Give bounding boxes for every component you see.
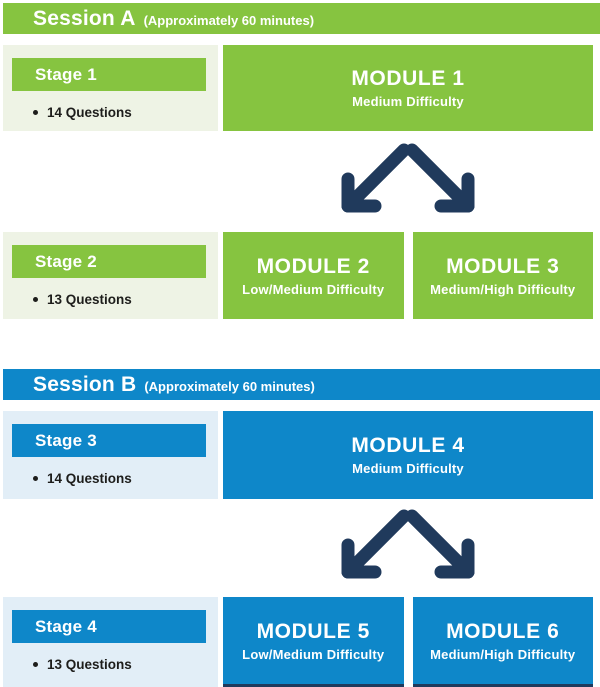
module-1-name: MODULE 1 xyxy=(351,67,465,90)
bullet-icon xyxy=(33,476,38,481)
module-6-box: MODULE 6 Medium/High Difficulty xyxy=(412,597,593,687)
session-a-title: Session A xyxy=(33,6,136,30)
stage-2-box: Stage 2 xyxy=(12,245,206,278)
section-gap xyxy=(0,319,600,366)
stage-1-box: Stage 1 xyxy=(12,58,206,91)
session-b-row-1-modules: MODULE 4 Medium Difficulty xyxy=(223,411,593,499)
split-arrows-icon xyxy=(341,143,475,212)
bullet-icon xyxy=(33,110,38,115)
stage-3-label: Stage 3 xyxy=(35,430,97,450)
stage-2-questions-label: 13 Questions xyxy=(47,292,132,307)
stage-1-panel: Stage 1 14 Questions xyxy=(3,45,218,131)
session-b-row-2-modules: MODULE 5 Low/Medium Difficulty MODULE 6 … xyxy=(223,597,593,687)
split-arrows-icon xyxy=(341,509,475,579)
session-a-row-2: Stage 2 13 Questions MODULE 2 Low/Medium… xyxy=(3,232,593,319)
module-1-box: MODULE 1 Medium Difficulty xyxy=(223,45,593,131)
stage-4-questions-label: 13 Questions xyxy=(47,657,132,672)
module-5-difficulty: Low/Medium Difficulty xyxy=(242,646,385,662)
session-b-row-2: Stage 4 13 Questions MODULE 5 Low/Medium… xyxy=(3,597,593,687)
module-4-difficulty: Medium Difficulty xyxy=(352,461,464,476)
stage-4-panel: Stage 4 13 Questions xyxy=(3,597,218,687)
session-a-split-row xyxy=(3,131,593,232)
module-2-difficulty: Low/Medium Difficulty xyxy=(242,281,385,297)
session-b-split-row xyxy=(3,499,593,597)
module-3-box: MODULE 3 Medium/High Difficulty xyxy=(412,232,593,319)
module-5-name: MODULE 5 xyxy=(256,619,370,643)
stage-3-questions: 14 Questions xyxy=(12,471,218,486)
module-3-difficulty: Medium/High Difficulty xyxy=(430,281,576,297)
stage-4-questions: 13 Questions xyxy=(12,657,218,672)
stage-1-questions-label: 14 Questions xyxy=(47,105,132,120)
session-a-duration: (Approximately 60 minutes) xyxy=(143,12,315,28)
module-6-difficulty: Medium/High Difficulty xyxy=(430,646,576,662)
session-a-row-1: Stage 1 14 Questions MODULE 1 Medium Dif… xyxy=(3,45,593,131)
stage-1-label: Stage 1 xyxy=(35,64,97,84)
module-6-name: MODULE 6 xyxy=(446,619,560,643)
module-2-name: MODULE 2 xyxy=(256,254,370,278)
stage-4-label: Stage 4 xyxy=(35,616,97,636)
bullet-icon xyxy=(33,662,38,667)
stage-2-label: Stage 2 xyxy=(35,251,97,271)
module-4-name: MODULE 4 xyxy=(351,434,465,457)
session-b-arrows-area xyxy=(223,509,593,587)
module-3-name: MODULE 3 xyxy=(446,254,560,278)
stage-4-box: Stage 4 xyxy=(12,610,206,643)
stage-2-panel: Stage 2 13 Questions xyxy=(3,232,218,319)
stage-3-panel: Stage 3 14 Questions xyxy=(3,411,218,499)
stage-3-box: Stage 3 xyxy=(12,424,206,457)
session-a-header: Session A (Approximately 60 minutes) xyxy=(3,3,600,34)
session-a-arrows-area xyxy=(223,143,593,221)
module-2-box: MODULE 2 Low/Medium Difficulty xyxy=(223,232,404,319)
session-a-row-1-modules: MODULE 1 Medium Difficulty xyxy=(223,45,593,131)
module-1-difficulty: Medium Difficulty xyxy=(352,94,464,109)
module-5-box: MODULE 5 Low/Medium Difficulty xyxy=(223,597,404,687)
bullet-icon xyxy=(33,297,38,302)
module-4-box: MODULE 4 Medium Difficulty xyxy=(223,411,593,499)
session-a-row-2-modules: MODULE 2 Low/Medium Difficulty MODULE 3 … xyxy=(223,232,593,319)
session-b-title: Session B xyxy=(33,372,137,396)
session-b-header: Session B (Approximately 60 minutes) xyxy=(3,369,600,400)
test-structure-diagram: Session A (Approximately 60 minutes) Sta… xyxy=(0,3,600,687)
stage-1-questions: 14 Questions xyxy=(12,105,218,120)
stage-2-questions: 13 Questions xyxy=(12,292,218,307)
session-b-row-1: Stage 3 14 Questions MODULE 4 Medium Dif… xyxy=(3,411,593,499)
session-b-duration: (Approximately 60 minutes) xyxy=(144,378,315,394)
stage-3-questions-label: 14 Questions xyxy=(47,471,132,486)
